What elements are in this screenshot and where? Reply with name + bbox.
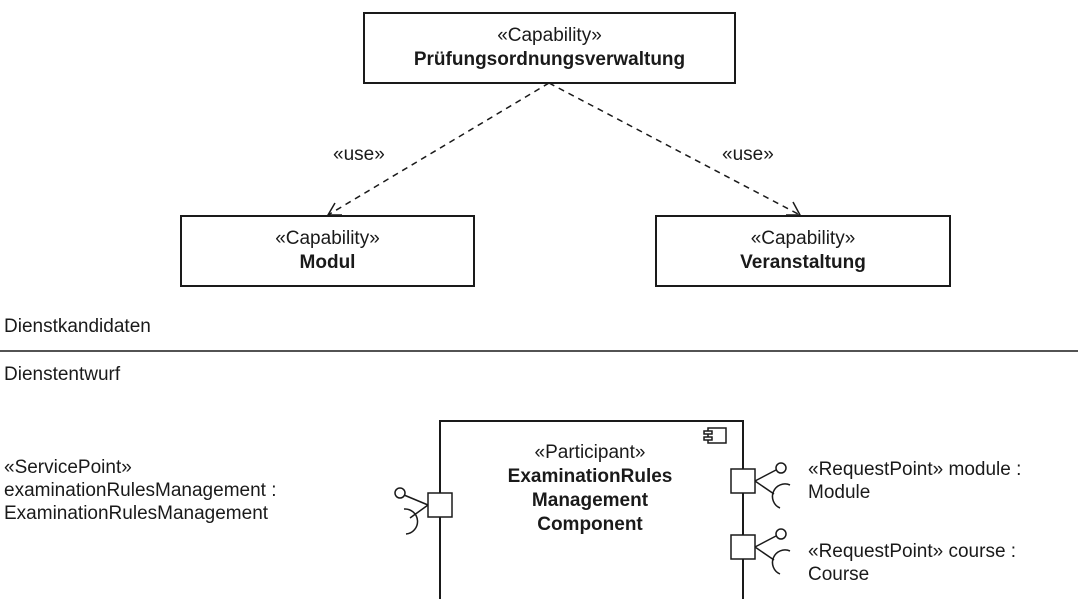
partition-label-candidates: Dienstkandidaten — [4, 316, 151, 337]
service-point-stereotype: «ServicePoint» — [4, 457, 132, 478]
required-interface-stem — [409, 504, 429, 519]
request-point-course-line2: Course — [808, 564, 870, 585]
course-provided-lollipop — [775, 528, 787, 540]
service-point-label: «ServicePoint» examinationRulesManagemen… — [4, 456, 277, 525]
course-required-socket — [771, 549, 791, 575]
capability-modul[interactable]: «Capability» Modul — [180, 215, 475, 287]
request-point-module-label: «RequestPoint» module : Module — [808, 458, 1021, 504]
request-point-module-line2: Module — [808, 482, 871, 503]
use-label-left: «use» — [333, 144, 385, 165]
component-name-line1: ExaminationRules — [507, 466, 673, 487]
use-dependency-left — [327, 82, 550, 216]
service-port — [427, 492, 453, 518]
capability-root[interactable]: «Capability» Prüfungsordnungsverwaltung — [363, 12, 736, 84]
request-point-course-label: «RequestPoint» course : Course — [808, 540, 1016, 586]
component-icon — [703, 427, 727, 444]
capability-veranstaltung-stereotype: «Capability» — [750, 228, 856, 249]
component-name-line3: Component — [537, 514, 643, 535]
course-provided-stem — [754, 535, 777, 548]
provided-interface-stem — [403, 494, 429, 506]
use-label-right: «use» — [722, 144, 774, 165]
component-name-line2: Management — [531, 490, 649, 511]
capability-root-stereotype: «Capability» — [497, 25, 602, 46]
service-point-type: ExaminationRulesManagement — [4, 503, 269, 524]
capability-root-name: Prüfungsordnungsverwaltung — [413, 49, 686, 70]
capability-veranstaltung-name: Veranstaltung — [740, 252, 866, 273]
component-title[interactable]: «Participant» ExaminationRules Managemen… — [460, 441, 720, 537]
service-point-name: examinationRulesManagement : — [4, 480, 277, 501]
provided-interface-lollipop — [394, 487, 406, 499]
use-dependency-right — [548, 82, 801, 216]
capability-modul-stereotype: «Capability» — [275, 228, 380, 249]
request-port-module — [730, 468, 756, 494]
module-provided-stem — [754, 469, 777, 482]
request-port-course — [730, 534, 756, 560]
capability-modul-name: Modul — [299, 252, 356, 273]
course-required-stem — [754, 546, 775, 561]
capability-veranstaltung[interactable]: «Capability» Veranstaltung — [655, 215, 951, 287]
request-point-course-line1: «RequestPoint» course : — [808, 541, 1017, 562]
module-required-stem — [754, 480, 775, 495]
request-point-module-line1: «RequestPoint» module : — [808, 459, 1022, 480]
component-stereotype: «Participant» — [534, 442, 646, 463]
module-required-socket — [771, 483, 791, 509]
module-provided-lollipop — [775, 462, 787, 474]
partition-label-design: Dienstentwurf — [4, 364, 121, 385]
required-interface-socket — [403, 508, 419, 535]
